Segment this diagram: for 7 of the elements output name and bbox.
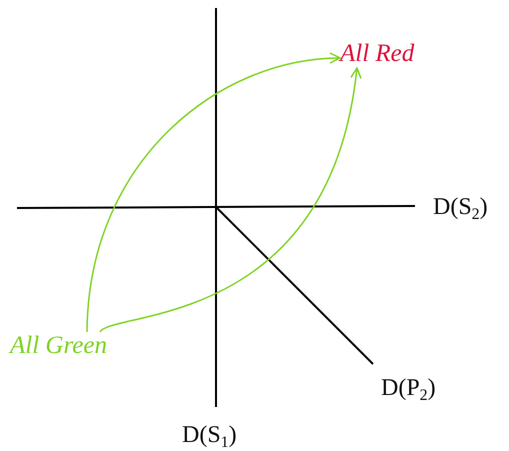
curved-arrow xyxy=(100,67,361,333)
axis-label: D(S$_{2}$) xyxy=(433,193,488,221)
region-label: All Green xyxy=(10,332,107,360)
region-label: All Red xyxy=(340,40,414,68)
axis-label: D(S$_{1}$) xyxy=(182,421,237,449)
axis-label: D(P$_{2}$) xyxy=(381,374,436,402)
curved-arrow xyxy=(86,52,341,332)
